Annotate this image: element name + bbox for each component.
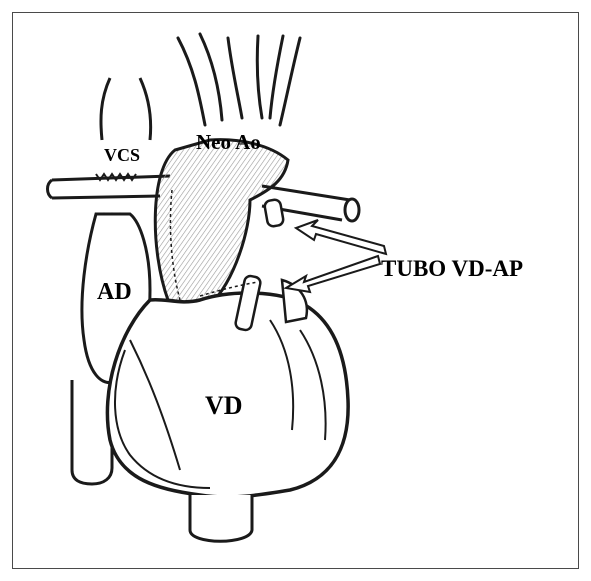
pointer-arrows (286, 220, 386, 292)
inferior-vena-cava (72, 380, 112, 484)
arrow-lower (286, 256, 380, 292)
label-ad: AD (97, 280, 132, 304)
superior-vena-cava (101, 78, 151, 140)
arrow-upper (296, 220, 386, 254)
label-vcs: VCS (104, 146, 140, 164)
label-tubo-vd-ap: TUBO VD-AP (381, 257, 523, 280)
label-neo-ao: Neo Ao (196, 132, 261, 153)
label-vd: VD (205, 393, 243, 419)
aortic-arch-branches (178, 34, 300, 125)
descending-vessel (190, 495, 252, 541)
